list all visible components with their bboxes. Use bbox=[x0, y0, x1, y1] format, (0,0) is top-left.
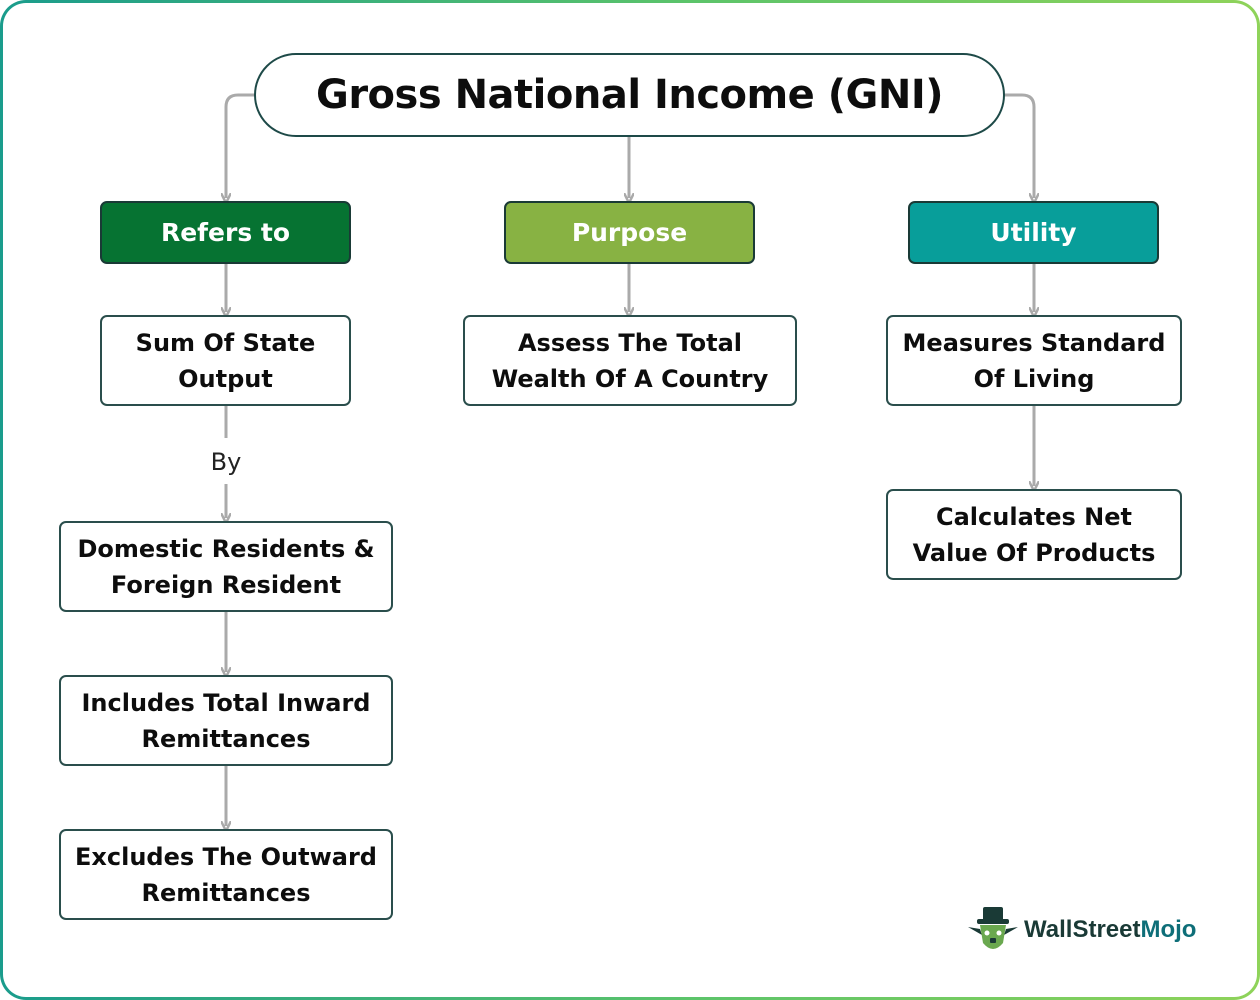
logo-wordmark: WallStreetMojo bbox=[1024, 916, 1196, 944]
node-measures-standard-of-living: Measures Standard Of Living bbox=[886, 315, 1182, 406]
connector-title-utility bbox=[1004, 93, 1034, 198]
diagram-title: Gross National Income (GNI) bbox=[254, 53, 1005, 137]
node-excludes-outward-remittances: Excludes The Outward Remittances bbox=[59, 829, 393, 920]
category-utility: Utility bbox=[908, 201, 1159, 264]
logo-wordmark-part2: Mojo bbox=[1140, 916, 1197, 943]
node-includes-inward-remittances: Includes Total Inward Remittances bbox=[59, 675, 393, 766]
wallstreetmojo-logo: WallStreetMojo bbox=[966, 905, 1196, 955]
node-calculates-net-value: Calculates Net Value Of Products bbox=[886, 489, 1182, 580]
bull-mascot-icon bbox=[968, 907, 1018, 949]
connector-title-refers bbox=[226, 93, 256, 198]
node-assess-total-wealth: Assess The Total Wealth Of A Country bbox=[463, 315, 797, 406]
connector-label-by: By bbox=[210, 448, 242, 476]
node-domestic-foreign-residents: Domestic Residents & Foreign Resident bbox=[59, 521, 393, 612]
category-purpose: Purpose bbox=[504, 201, 755, 264]
category-refers-to: Refers to bbox=[100, 201, 351, 264]
node-sum-of-state-output: Sum Of State Output bbox=[100, 315, 351, 406]
logo-wordmark-part1: WallStreet bbox=[1024, 916, 1141, 943]
